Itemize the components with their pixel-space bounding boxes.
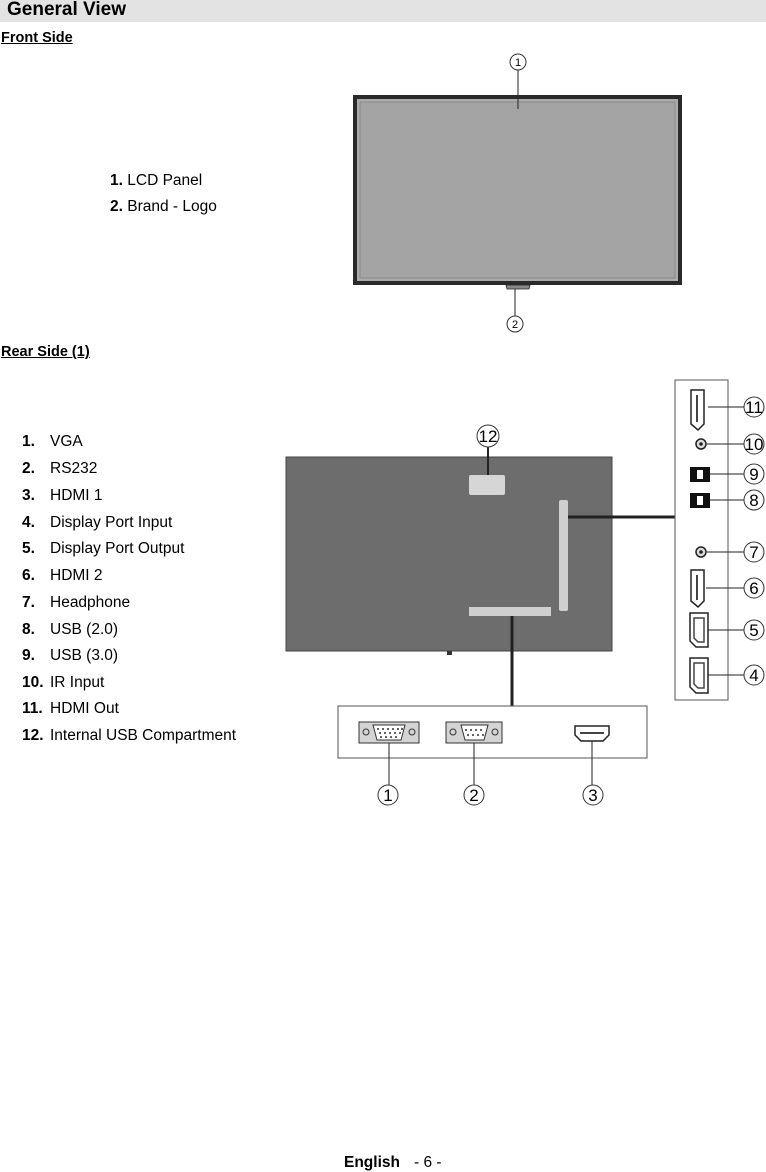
- rear-item-label: VGA: [50, 433, 83, 450]
- rear-item-num: 7.: [22, 594, 35, 611]
- lcd-panel-inner: [359, 101, 676, 279]
- callout-number: 5: [749, 621, 758, 640]
- displayport-icon: [693, 662, 705, 689]
- rear-item-label: USB (3.0): [50, 647, 119, 664]
- ir-sensor: [447, 651, 452, 655]
- callout-number: 11: [745, 398, 763, 417]
- front-tv-illustration: 1 2: [353, 53, 682, 333]
- rear-item-label: Display Port Output: [50, 540, 185, 557]
- rear-item-11: 11. HDMI Out: [22, 700, 119, 718]
- section-header: General View: [0, 0, 766, 22]
- callout-number: 8: [749, 491, 758, 510]
- rear-item-num: 4.: [22, 514, 35, 531]
- rear-item-label: USB (2.0): [50, 621, 119, 638]
- callout-circle: [476, 424, 500, 448]
- callout-circle: [463, 784, 485, 806]
- rear-item-6: 6. HDMI 2: [22, 567, 103, 585]
- rear-item-10: 10. IR Input: [22, 674, 104, 692]
- front-item-num: 2.: [110, 198, 123, 215]
- callout-number: 1: [383, 786, 392, 805]
- rear-item-num: 11.: [22, 700, 43, 717]
- rear-item-label: RS232: [50, 460, 98, 477]
- rear-item-num: 8.: [22, 621, 35, 638]
- callout-number: 6: [749, 579, 758, 598]
- callout-number: 7: [749, 543, 758, 562]
- front-item-1: 1. LCD Panel: [110, 172, 202, 190]
- side-callouts: 11 10 9 8 7 6 5 4: [743, 396, 765, 686]
- callout-number: 2: [512, 319, 518, 331]
- usb-compartment: [469, 475, 505, 495]
- footer-language: English: [344, 1154, 400, 1171]
- displayport-icon: [693, 617, 705, 643]
- rear-item-num: 9.: [22, 647, 35, 664]
- rear-item-2: 2. RS232: [22, 460, 97, 478]
- rear-item-label: HDMI Out: [50, 700, 119, 717]
- callout-circle: [509, 53, 527, 71]
- rear-tv-illustration: 11 10 9 8 7 6 5 4 12: [285, 379, 765, 806]
- rear-item-label: HDMI 2: [50, 567, 103, 584]
- tv-back-panel: [285, 456, 613, 652]
- rear-item-8: 8. USB (2.0): [22, 621, 118, 639]
- callout-circle: [582, 784, 604, 806]
- rear-item-9: 9. USB (3.0): [22, 647, 118, 665]
- callout-number: 1: [515, 57, 521, 69]
- rear-item-num: 6.: [22, 567, 35, 584]
- rear-item-label: Display Port Input: [50, 514, 173, 531]
- bottom-port-strip: [469, 607, 551, 616]
- rear-item-label: IR Input: [50, 674, 105, 691]
- rear-item-4: 4. Display Port Input: [22, 514, 172, 532]
- side-connector-box: [674, 379, 729, 701]
- page-footer: English - 6 -: [344, 1154, 442, 1172]
- callout-circle: [377, 784, 399, 806]
- rear-item-label: Internal USB Compartment: [50, 727, 237, 744]
- rear-item-12: 12. Internal USB Compartment: [22, 727, 236, 745]
- callout-number: 4: [749, 666, 758, 685]
- rear-item-1: 1. VGA: [22, 433, 83, 451]
- rear-item-num: 2.: [22, 460, 35, 477]
- rear-item-num: 3.: [22, 487, 35, 504]
- callout-number: 2: [469, 786, 478, 805]
- rear-item-num: 5.: [22, 540, 35, 557]
- front-item-num: 1.: [110, 172, 123, 189]
- rear-item-num: 1.: [22, 433, 35, 450]
- callout-number: 3: [588, 786, 597, 805]
- rear-item-label: Headphone: [50, 594, 131, 611]
- front-item-2: 2. Brand - Logo: [110, 198, 217, 216]
- jack-port-icon: [699, 550, 703, 554]
- front-side-heading: Front Side: [1, 30, 73, 46]
- rear-item-num: 10.: [22, 674, 44, 691]
- rear-item-7: 7. Headphone: [22, 594, 130, 612]
- callout-number: 9: [749, 465, 758, 484]
- usb-port-icon: [697, 470, 703, 479]
- jack-port-icon: [699, 442, 703, 446]
- callout-number: 12: [479, 427, 498, 446]
- front-item-label: LCD Panel: [127, 172, 203, 189]
- rear-side-heading: Rear Side (1): [1, 344, 90, 360]
- rear-item-3: 3. HDMI 1: [22, 487, 103, 505]
- callout-number: 10: [745, 435, 764, 454]
- side-port-strip: [559, 500, 568, 611]
- brand-logo: [505, 284, 531, 290]
- page-number: - 6 -: [413, 1154, 442, 1171]
- rear-item-label: HDMI 1: [50, 487, 103, 504]
- rear-item-num: 12.: [22, 727, 44, 744]
- front-item-label: Brand - Logo: [127, 198, 217, 215]
- rear-item-5: 5. Display Port Output: [22, 540, 184, 558]
- callout-circle: [506, 315, 524, 333]
- usb-port-icon: [697, 496, 703, 505]
